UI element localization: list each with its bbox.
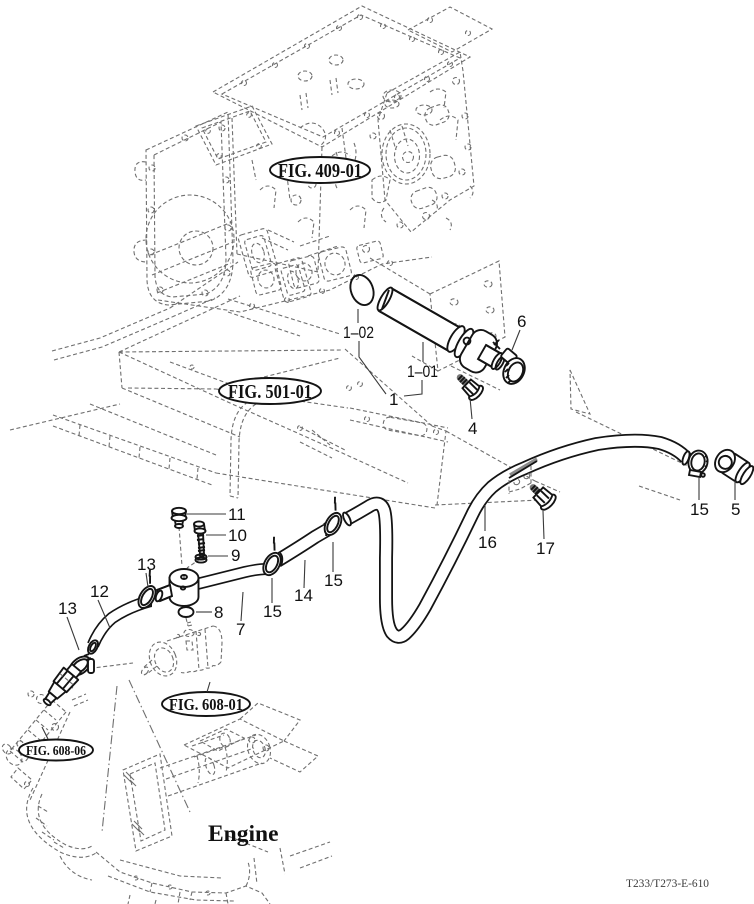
- svg-text:13: 13: [137, 555, 156, 574]
- svg-text:13: 13: [58, 599, 77, 618]
- svg-text:6: 6: [517, 312, 526, 331]
- svg-text:15: 15: [324, 571, 343, 590]
- svg-text:12: 12: [90, 582, 109, 601]
- svg-text:9: 9: [231, 546, 240, 565]
- svg-text:15: 15: [263, 602, 282, 621]
- svg-text:Engine: Engine: [208, 821, 279, 847]
- svg-text:8: 8: [214, 603, 223, 622]
- svg-text:14: 14: [294, 586, 313, 605]
- svg-text:FIG. 608-01: FIG. 608-01: [169, 695, 243, 714]
- svg-text:17: 17: [536, 539, 555, 558]
- svg-text:15: 15: [690, 500, 709, 519]
- svg-text:1: 1: [389, 390, 398, 409]
- svg-text:FIG. 501-01: FIG. 501-01: [228, 381, 312, 403]
- svg-text:5: 5: [731, 500, 740, 519]
- svg-text:T233/T273-E-610: T233/T273-E-610: [626, 878, 709, 890]
- svg-text:4: 4: [468, 419, 477, 438]
- svg-text:1–02: 1–02: [343, 323, 374, 342]
- svg-text:10: 10: [228, 526, 247, 545]
- svg-text:FIG. 409-01: FIG. 409-01: [278, 160, 362, 182]
- svg-text:11: 11: [228, 505, 246, 524]
- svg-text:FIG. 608-06: FIG. 608-06: [26, 743, 86, 758]
- svg-text:1–01: 1–01: [407, 362, 438, 381]
- svg-text:16: 16: [478, 533, 497, 552]
- svg-text:7: 7: [236, 620, 245, 639]
